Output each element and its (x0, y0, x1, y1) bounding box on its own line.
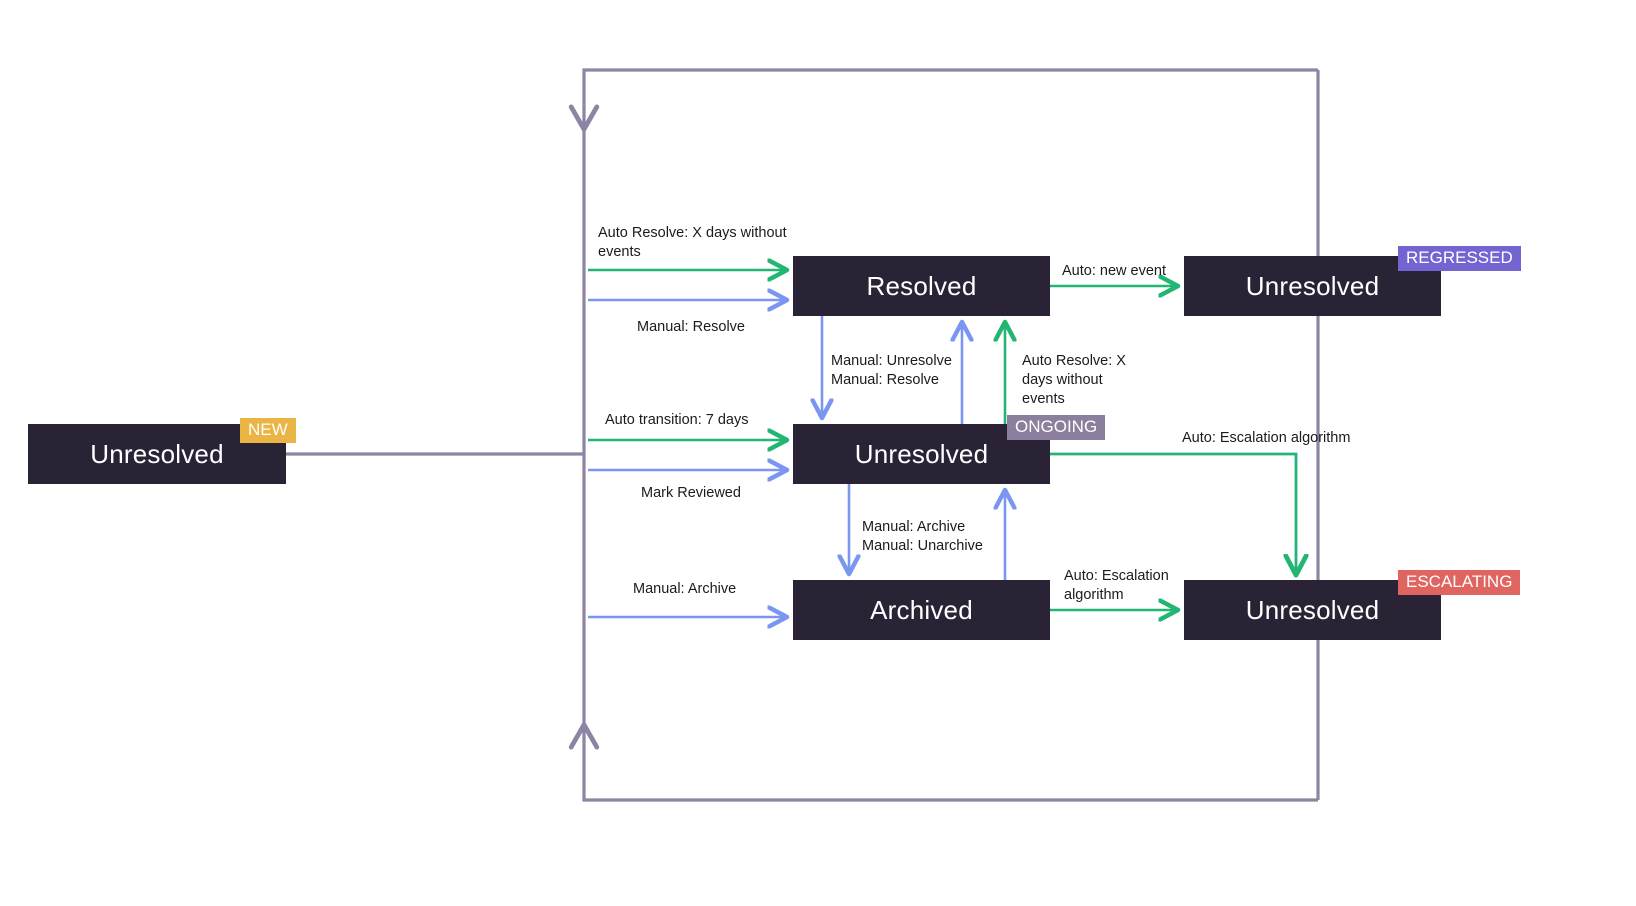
edge-label-mark-reviewed: Mark Reviewed (641, 485, 741, 501)
state-node-resolved[interactable]: Resolved (793, 256, 1050, 316)
edge-ongoing-to-escalating (1050, 452, 1296, 574)
edge-label-manual-unresolve-resolve: Manual: Unresolve Manual: Resolve (831, 353, 952, 389)
state-node-archived[interactable]: Archived (793, 580, 1050, 640)
status-badge-new: NEW (240, 418, 296, 443)
status-badge-ongoing: ONGOING (1007, 415, 1106, 440)
frame-loop-bottom (568, 722, 1318, 802)
state-node-label: Resolved (866, 270, 977, 301)
edge-label-manual-resolve-top: Manual: Resolve (637, 319, 745, 335)
edge-label-auto-escalation-bottom: Auto: Escalation algorithm (1064, 568, 1169, 604)
edge-label-auto-escalation-top: Auto: Escalation algorithm (1182, 430, 1351, 446)
edge-label-auto-resolve-x-days: Auto Resolve: X days without events (598, 225, 787, 261)
edge-label-auto-new-event: Auto: new event (1062, 263, 1166, 279)
state-node-label: Unresolved (1245, 270, 1380, 301)
edge-label-manual-archive-unarchive: Manual: Archive Manual: Unarchive (862, 519, 983, 555)
state-node-label: Unresolved (854, 438, 989, 469)
edge-label-auto-transition-7-days: Auto transition: 7 days (605, 412, 749, 428)
state-node-label: Archived (870, 594, 973, 625)
state-node-label: Unresolved (90, 438, 224, 469)
frame-loop-top (568, 68, 1318, 132)
status-badge-regressed: REGRESSED (1398, 246, 1521, 271)
status-badge-escalating: ESCALATING (1398, 570, 1521, 595)
state-node-label: Unresolved (1245, 594, 1380, 625)
edge-label-manual-archive-left: Manual: Archive (633, 581, 737, 597)
edge-label-auto-resolve-x-days-up: Auto Resolve: X days without events (1022, 353, 1126, 408)
